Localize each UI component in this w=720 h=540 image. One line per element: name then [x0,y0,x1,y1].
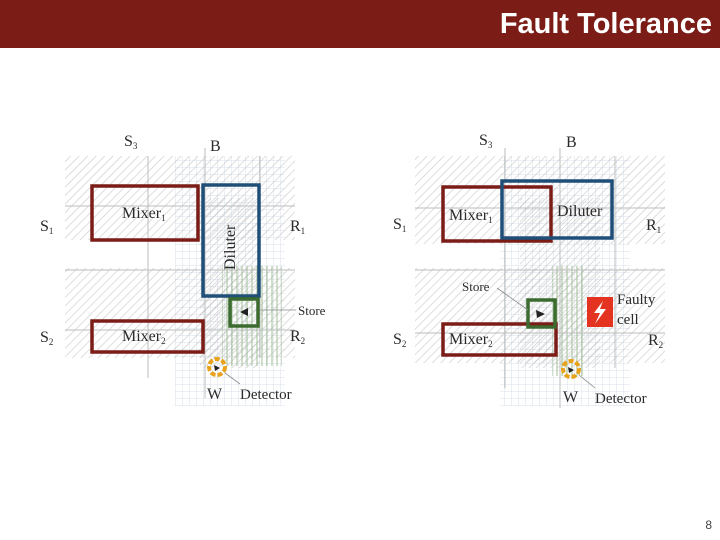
left-store-arrow-icon [240,308,248,316]
left-store-box [228,297,260,328]
right-mixer2-box [441,322,558,357]
right-diluter-label: Diluter [557,203,603,220]
slide-title: Fault Tolerance [499,8,712,40]
left-port-r1: R1 [290,218,305,236]
left-port-s1: S1 [40,218,53,236]
right-mixer1-label: Mixer1 [449,207,493,225]
right-port-s1: S1 [393,216,406,234]
title-bar: Fault Tolerance [0,0,720,48]
right-diluter-box [500,179,614,240]
right-store-arrow-icon [536,310,545,318]
right-detector-label: Detector [595,391,647,407]
left-mixer1-box [90,184,200,242]
left-diagram: S3 B S1 R1 S2 R2 W Mixer1 Mixer2 Diluter… [40,133,326,406]
lightning-bolt-icon [594,301,606,324]
right-port-w: W [563,389,579,406]
left-port-w: W [207,386,223,403]
left-diluter-label: Diluter [222,224,239,270]
right-grid-background [415,148,665,408]
left-port-s2: S2 [40,329,53,347]
right-store-box [526,298,557,329]
right-store-label: Store [462,279,490,294]
right-port-r2: R2 [648,332,663,350]
right-port-s2: S2 [393,331,406,349]
right-mixer2-label: Mixer2 [449,331,493,349]
page-number: 8 [705,518,712,532]
right-detector-icon [561,359,596,389]
left-mixer1-label: Mixer1 [122,205,166,223]
left-diluter-box [201,183,261,298]
left-detector-label: Detector [240,387,292,403]
right-port-s3: S3 [479,132,493,150]
right-port-b: B [566,134,577,151]
left-detector-icon [207,357,241,385]
left-port-r2: R2 [290,328,305,346]
fault-tolerance-diagrams: S3 B S1 R1 S2 R2 W Mixer1 Mixer2 Diluter… [40,132,665,408]
right-port-r1: R1 [646,217,661,235]
left-port-b: B [210,138,221,155]
right-faulty-label-line2: cell [617,312,639,328]
left-mixer2-label: Mixer2 [122,328,166,346]
left-store-label: Store [298,303,326,318]
right-faulty-label-line1: Faulty [617,292,656,308]
right-faulty-cell [587,297,613,327]
left-mixer2-box [90,319,205,354]
right-mixer1-box [441,185,553,243]
left-port-s3: S3 [124,133,138,151]
right-diagram: S3 B S1 R1 S2 R2 W Mixer1 Diluter Mixer2… [393,132,665,408]
